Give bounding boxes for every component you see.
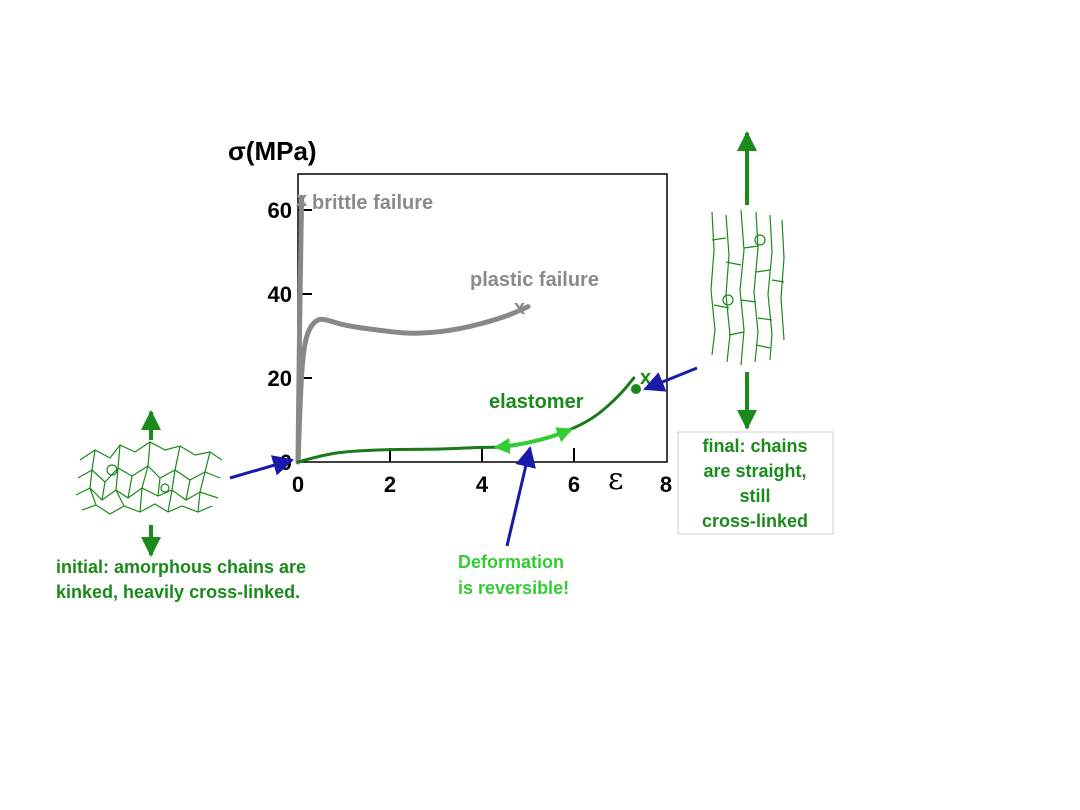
final-chain-network-illustration: [710, 209, 785, 366]
initial-note-line-1: initial: amorphous chains are: [56, 557, 306, 577]
reversible-note-line-2: is reversible!: [458, 578, 569, 598]
initial-note-line-2: kinked, heavily cross-linked.: [56, 582, 300, 602]
plot-frame: [297, 173, 668, 463]
final-note-line-2: are straight,: [703, 461, 806, 481]
series-line-plastic-failure: [295, 304, 531, 465]
plastic-failure-marker: x: [514, 297, 525, 319]
brittle-failure-marker: x: [296, 189, 307, 211]
x-tick-label: 4: [476, 472, 489, 497]
reversible-note-line-1: Deformation: [458, 552, 564, 572]
elastomer-end-dot: [631, 384, 641, 394]
y-tick-label: 40: [268, 282, 292, 307]
x-axis-label: ε: [608, 462, 624, 497]
y-tick-label: 20: [268, 366, 292, 391]
final-note-line-4: cross-linked: [702, 511, 808, 531]
axis-ticks: 024680204060: [268, 198, 673, 497]
x-tick-label: 0: [292, 472, 304, 497]
y-tick-label: 60: [268, 198, 292, 223]
reversible-range-arrow: [493, 427, 573, 454]
series-line-elastomer: [296, 376, 636, 464]
series-lines: [295, 194, 636, 465]
initial-chain-network-illustration: [75, 441, 223, 515]
final-note-line-3: still: [739, 486, 770, 506]
brittle-failure-label: brittle failure: [312, 192, 433, 214]
y-axis-label: σ(MPa): [228, 136, 317, 166]
elastomer-label: elastomer: [489, 391, 584, 413]
x-tick-label: 6: [568, 472, 580, 497]
reversible-pointer-arrow: [505, 445, 536, 547]
final-note-box: [677, 431, 834, 535]
final-note-line-1: final: chains: [702, 436, 807, 456]
final-pointer-arrow: [643, 366, 698, 392]
initial-pointer-arrow: [229, 455, 295, 480]
x-tick-label: 8: [660, 472, 672, 497]
plastic-failure-label: plastic failure: [470, 269, 599, 291]
x-tick-label: 2: [384, 472, 396, 497]
